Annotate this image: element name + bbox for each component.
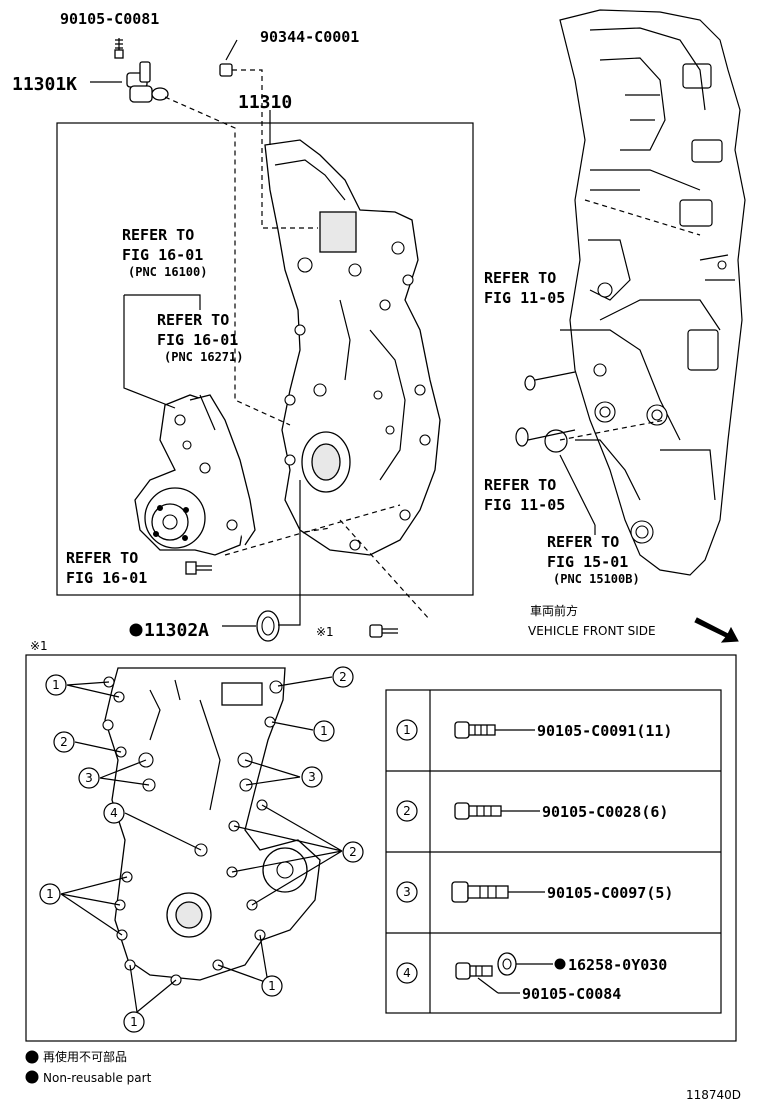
callout-3-b: 3	[301, 766, 323, 788]
callout-3-a: 3	[78, 767, 100, 789]
bolt-part-4-bolt: 90105-C0084	[522, 985, 621, 1003]
label-11301k: 11301K	[12, 74, 77, 95]
callout-text: 1	[320, 724, 328, 738]
callout-text: 2	[349, 845, 357, 859]
row-key: 3	[403, 885, 411, 899]
ref-15-01-line2: FIG 15-01	[547, 553, 628, 571]
bolt-table-row-2: 2	[396, 800, 540, 822]
water-pump-bolt	[185, 561, 212, 575]
water-pump-drawing	[134, 394, 256, 556]
callout-4: 4	[103, 802, 125, 824]
callout-1-d: 1	[261, 975, 283, 997]
legend	[25, 1050, 39, 1084]
label-11310: 11310	[238, 92, 292, 113]
ref-16-01-a-line2: FIG 16-01	[122, 246, 203, 264]
vehicle-front-arrow-icon	[694, 617, 739, 643]
callout-text: 3	[85, 771, 93, 785]
bolt-part-2: 90105-C0028(6)	[542, 803, 668, 821]
row-key: 2	[403, 804, 411, 818]
label-90344-c0001: 90344-C0001	[260, 28, 359, 46]
oil-seal-drawing	[222, 610, 280, 642]
callout-2-c: 2	[342, 841, 364, 863]
callout-text: 2	[60, 735, 68, 749]
legend-jp: 再使用不可部品	[43, 1049, 127, 1064]
bolt-part-3: 90105-C0097(5)	[547, 884, 673, 902]
ref-16-01-c-line2: FIG 16-01	[66, 569, 147, 587]
ref-15-01-line1: REFER TO	[547, 533, 619, 551]
callout-text: 3	[308, 770, 316, 784]
label-11302a: 11302A	[144, 620, 209, 641]
ref-16-01-c-line1: REFER TO	[66, 549, 138, 567]
label-90105-c0081: 90105-C0081	[60, 10, 159, 28]
ref-16-01-b-pnc: (PNC 16271)	[164, 350, 243, 364]
ref-16-01-a-pnc: (PNC 16100)	[128, 265, 207, 279]
callout-text: 1	[52, 678, 60, 692]
row-key: 4	[403, 966, 411, 980]
ref-11-05-a-line2: FIG 11-05	[484, 289, 565, 307]
legend-en: Non-reusable part	[43, 1071, 152, 1085]
bolt-table-row-3: 3	[396, 881, 545, 903]
non-reusable-bullet-icon	[25, 1070, 39, 1084]
leader-lines-top	[123, 69, 596, 626]
ref-16-01-b-line1: REFER TO	[157, 311, 229, 329]
bolt-table: 1 2 3 4	[385, 689, 722, 1014]
cover-bolt-location-drawing	[102, 667, 321, 986]
crank-sensor-drawing	[90, 61, 169, 103]
non-reusable-bullet-icon	[129, 623, 143, 637]
engine-block-drawing	[515, 9, 746, 576]
bolt-location-frame	[25, 654, 737, 1042]
figure-id: 118740D	[686, 1088, 741, 1102]
callout-1-c: 1	[39, 883, 61, 905]
callout-text: 4	[110, 806, 118, 820]
bolt-note-1-drawing	[369, 624, 398, 638]
ref-16-01-a-line1: REFER TO	[122, 226, 194, 244]
bolt-table-row-4: 4	[396, 952, 566, 994]
row-key: 1	[403, 723, 411, 737]
bolt-part-1: 90105-C0091(11)	[537, 722, 672, 740]
sensor-bolt-drawing	[114, 38, 124, 59]
callout-2-a: 2	[332, 666, 354, 688]
callout-1-a: 1	[45, 674, 67, 696]
ref-16-01-b-line2: FIG 16-01	[157, 331, 238, 349]
note-mark-1-section: ※1	[30, 639, 48, 653]
callout-text: 2	[339, 670, 347, 684]
callout-text: 1	[46, 887, 54, 901]
callout-text: 1	[268, 979, 276, 993]
bolt-table-row-1: 1	[396, 719, 535, 741]
bolt-part-4-washer: 16258-0Y030	[568, 956, 667, 974]
callout-1-b: 1	[313, 720, 335, 742]
timing-chain-cover-drawing	[264, 139, 441, 556]
non-reusable-bullet-icon	[25, 1050, 39, 1064]
callout-1-e: 1	[123, 1011, 145, 1033]
timing-cover-frame	[56, 122, 474, 596]
callout-text: 1	[130, 1015, 138, 1029]
vehicle-front-jp: 車両前方	[530, 603, 578, 618]
callout-2-b: 2	[53, 731, 75, 753]
callout-leaders	[60, 676, 343, 1013]
ref-11-05-b-line2: FIG 11-05	[484, 496, 565, 514]
vehicle-front-en: VEHICLE FRONT SIDE	[528, 624, 656, 638]
ref-11-05-a-line1: REFER TO	[484, 269, 556, 287]
note-mark-1: ※1	[316, 625, 334, 639]
ref-15-01-pnc: (PNC 15100B)	[553, 572, 640, 586]
ref-11-05-b-line1: REFER TO	[484, 476, 556, 494]
